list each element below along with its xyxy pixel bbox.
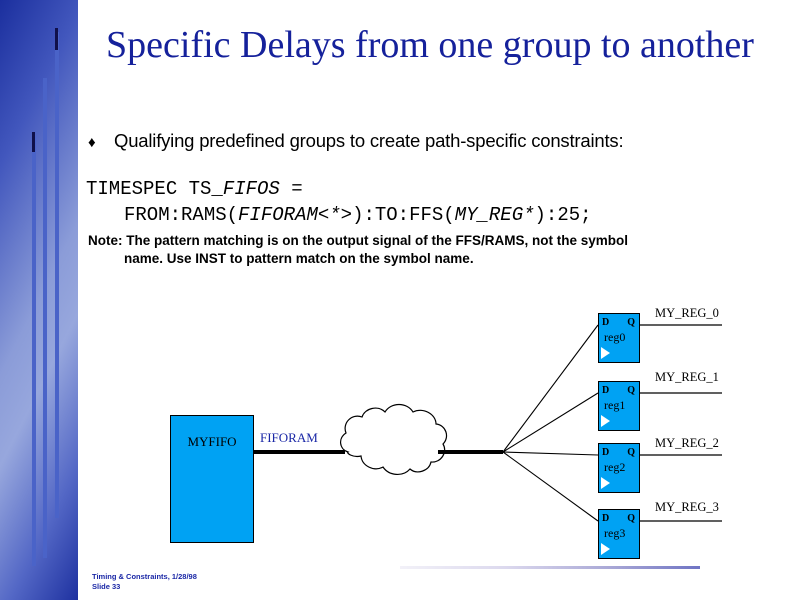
page-title: Specific Delays from one group to anothe… bbox=[106, 24, 754, 66]
pin-q-label: Q bbox=[627, 513, 635, 524]
flipflop-reg3[interactable]: D Q reg3 bbox=[598, 509, 640, 559]
flipflop-name: reg1 bbox=[604, 398, 626, 412]
flipflop-name: reg0 bbox=[604, 330, 626, 344]
clock-triangle-icon bbox=[601, 543, 610, 555]
code-to-ffs: ):TO:FFS( bbox=[352, 204, 455, 226]
diamond-bullet-icon: ♦ bbox=[88, 135, 96, 151]
flipflop-reg0[interactable]: D Q reg0 bbox=[598, 313, 640, 363]
output-label-my-reg-0: MY_REG_0 bbox=[655, 306, 719, 320]
pin-d-label: D bbox=[602, 385, 610, 396]
footer-line-2: Slide 33 bbox=[92, 582, 121, 591]
pin-d-label: D bbox=[602, 447, 610, 458]
pin-q-label: Q bbox=[627, 317, 635, 328]
clock-triangle-icon bbox=[601, 415, 610, 427]
decorative-side-band bbox=[0, 0, 78, 600]
myfifo-label: MYFIFO bbox=[187, 434, 237, 449]
code-from-rams: FROM:RAMS( bbox=[124, 204, 239, 226]
footer-divider bbox=[400, 566, 700, 569]
note-block: Note: The pattern matching is on the out… bbox=[88, 232, 768, 268]
band-line-3-cap bbox=[32, 132, 35, 152]
band-line-3 bbox=[32, 136, 36, 566]
myfifo-block[interactable] bbox=[170, 415, 254, 543]
clock-triangle-icon bbox=[601, 477, 610, 489]
footer-text: Timing & Constraints, 1/28/98 Slide 33 bbox=[92, 572, 197, 592]
flipflop-reg1[interactable]: D Q reg1 bbox=[598, 381, 640, 431]
cloud-shape bbox=[340, 403, 448, 475]
branch-to-reg2 bbox=[502, 451, 599, 456]
flipflop-reg2[interactable]: D Q reg2 bbox=[598, 443, 640, 493]
band-line-1-cap bbox=[55, 28, 58, 50]
code-group-fifos: FIFOS bbox=[222, 178, 280, 200]
pin-d-label: D bbox=[602, 513, 610, 524]
code-line2: FROM:RAMS(FIFORAM<*>):TO:FFS(MY_REG*):25… bbox=[86, 204, 592, 226]
output-label-my-reg-1: MY_REG_1 bbox=[655, 370, 719, 384]
fiforam-net-label: FIFORAM bbox=[260, 430, 318, 445]
branch-to-reg0 bbox=[502, 324, 599, 453]
band-line-1 bbox=[55, 32, 59, 518]
band-line-2 bbox=[43, 78, 47, 558]
clock-triangle-icon bbox=[601, 347, 610, 359]
footer-line-1: Timing & Constraints, 1/28/98 bbox=[92, 572, 197, 581]
note-line-1: Note: The pattern matching is on the out… bbox=[88, 233, 628, 248]
branch-to-reg3 bbox=[502, 451, 599, 522]
output-label-my-reg-3: MY_REG_3 bbox=[655, 500, 719, 514]
output-label-my-reg-2: MY_REG_2 bbox=[655, 436, 719, 450]
note-line-2: name. Use INST to pattern match on the s… bbox=[124, 251, 474, 266]
code-keyword-timespec: TIMESPEC TS_ bbox=[86, 178, 223, 200]
flipflop-name: reg3 bbox=[604, 526, 626, 540]
constraint-code-block: TIMESPEC TS_FIFOS = FROM:RAMS(FIFORAM<*>… bbox=[86, 176, 786, 228]
flipflop-name: reg2 bbox=[604, 460, 626, 474]
bullet-row: ♦ Qualifying predefined groups to create… bbox=[88, 130, 778, 152]
branch-to-reg1 bbox=[502, 392, 599, 453]
code-pattern-myreg: MY_REG* bbox=[454, 204, 535, 226]
code-pattern-fiforam: FIFORAM<*> bbox=[238, 204, 353, 226]
code-line1: TIMESPEC TS_FIFOS = bbox=[86, 178, 303, 200]
pin-q-label: Q bbox=[627, 385, 635, 396]
pin-q-label: Q bbox=[627, 447, 635, 458]
code-delay-value: ):25; bbox=[534, 204, 592, 226]
pin-d-label: D bbox=[602, 317, 610, 328]
code-equals: = bbox=[279, 178, 303, 200]
bullet-text: Qualifying predefined groups to create p… bbox=[114, 130, 624, 151]
